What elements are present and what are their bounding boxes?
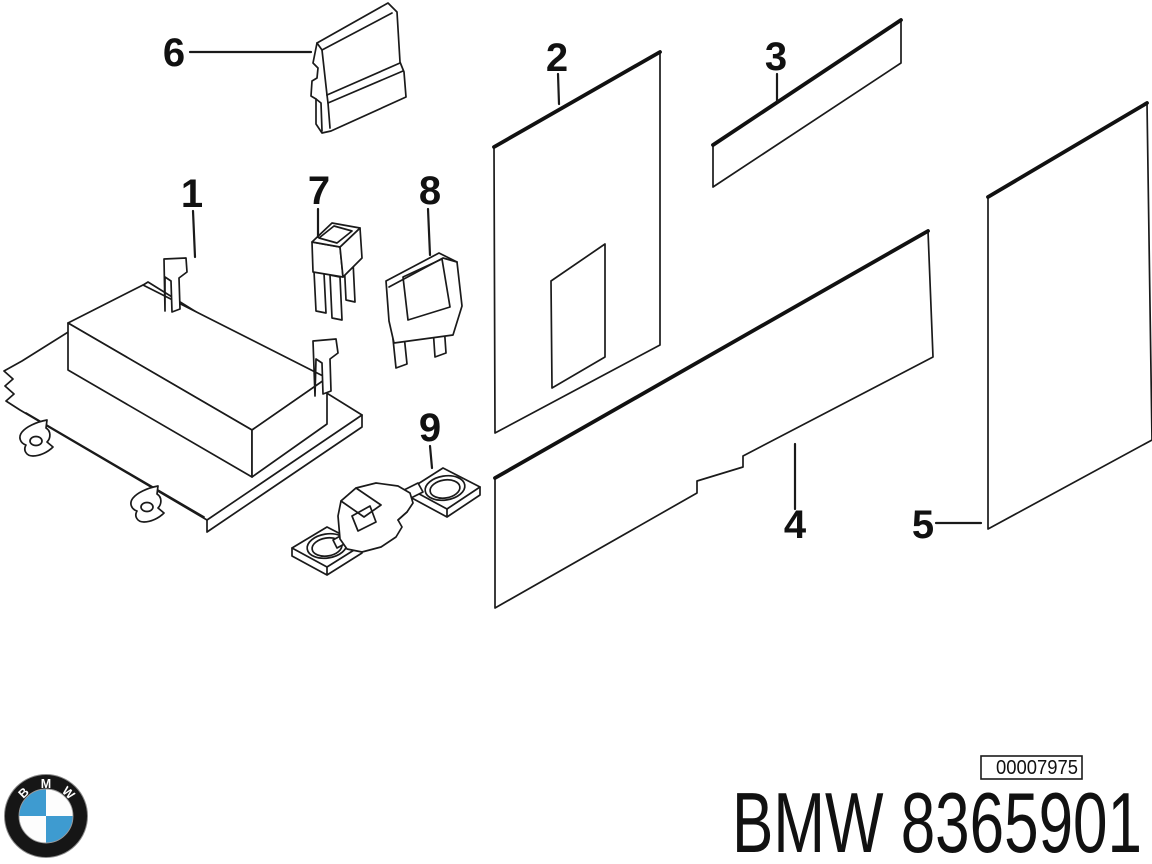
leader-line <box>191 209 197 259</box>
clip-band-left <box>326 94 331 129</box>
part-7-blade-fuse <box>311 222 363 321</box>
foil-4-top-edge <box>493 229 930 480</box>
part-9-fusible-link <box>291 467 481 576</box>
clip-jaw-line <box>315 98 323 132</box>
part-number-title: BMW 8365901 <box>732 776 1142 864</box>
callout-7[interactable]: 7 <box>308 169 330 239</box>
part-1-fuse-box <box>3 257 363 533</box>
part-label-8[interactable]: 8 <box>419 169 441 213</box>
bmw-logo: B M W <box>4 774 88 858</box>
foil-4-sheet <box>494 230 934 609</box>
logo-letter-m: M <box>41 777 51 791</box>
clip-band-top <box>326 62 401 96</box>
link-housing <box>332 482 424 553</box>
ring-terminal-right <box>409 467 481 518</box>
stamp-box <box>980 755 1083 780</box>
foil-3-sheet <box>712 19 902 188</box>
fuse-leg <box>313 270 327 314</box>
callout-5[interactable]: 5 <box>912 503 983 547</box>
part-label-4[interactable]: 4 <box>784 503 807 547</box>
part-3-foil <box>711 18 903 188</box>
foil-2-sheet <box>493 51 661 434</box>
part-label-1[interactable]: 1 <box>181 172 203 216</box>
terminal-hole-rim <box>429 478 461 500</box>
part-label-2[interactable]: 2 <box>546 36 568 80</box>
leader-line <box>428 444 434 470</box>
part-2-foil <box>492 50 662 434</box>
part-label-7[interactable]: 7 <box>308 169 330 213</box>
part-label-9[interactable]: 9 <box>419 406 441 450</box>
callout-3[interactable]: 3 <box>765 35 787 103</box>
callout-4[interactable]: 4 <box>784 442 807 547</box>
part-8-maxi-fuse <box>385 252 463 369</box>
callout-1[interactable]: 1 <box>181 172 203 259</box>
housing-crease <box>397 511 408 521</box>
front-foot-right <box>130 485 165 523</box>
logo-quadrant-blue-br <box>46 816 73 843</box>
callout-6[interactable]: 6 <box>163 31 313 75</box>
part-label-5[interactable]: 5 <box>912 503 934 547</box>
part-4-foil <box>493 229 934 609</box>
foil-2-top-edge <box>492 50 662 149</box>
fuse-window <box>402 258 451 321</box>
logo-inner-rim <box>18 788 74 844</box>
fuse-top-slot <box>318 225 353 244</box>
logo-quadrant-blue-tl <box>19 789 46 816</box>
base-plate-rim-line <box>25 412 205 518</box>
part-label-3[interactable]: 3 <box>765 35 787 79</box>
part-5-foil <box>986 101 1152 530</box>
front-foot-left <box>19 419 54 457</box>
leader-line <box>556 72 561 106</box>
terminal-hole <box>424 474 466 502</box>
right-bracket-clip <box>312 338 339 397</box>
fuse-body-top <box>311 222 361 248</box>
callout-8[interactable]: 8 <box>419 169 441 257</box>
fuse-leg <box>329 274 343 321</box>
foot-outline <box>19 419 54 457</box>
base-plate-thickness <box>206 414 363 533</box>
foil-5-top-edge <box>986 101 1149 199</box>
foot-curl <box>29 435 43 447</box>
callout-9[interactable]: 9 <box>419 406 441 470</box>
stamp-number: 00007975 <box>996 757 1078 779</box>
part-6-clip <box>310 2 407 134</box>
clip-front-left-edge <box>321 49 328 96</box>
foil-2-window <box>550 243 606 389</box>
foil-3-top-edge <box>711 18 903 147</box>
top-bracket-clip <box>163 257 188 313</box>
callout-2[interactable]: 2 <box>546 36 568 106</box>
part-label-6[interactable]: 6 <box>163 31 185 75</box>
module-right-face <box>251 377 328 478</box>
foil-5-sheet <box>987 102 1152 530</box>
foot-outline <box>130 485 165 523</box>
leader-line <box>426 207 432 257</box>
foot-curl <box>140 501 154 513</box>
housing-window <box>351 505 377 532</box>
clip-band-bottom <box>327 70 404 104</box>
fuse-top-strip-line <box>388 257 458 288</box>
drawing-number-stamp: 00007975 <box>980 755 1083 780</box>
clip-silhouette <box>310 2 407 134</box>
